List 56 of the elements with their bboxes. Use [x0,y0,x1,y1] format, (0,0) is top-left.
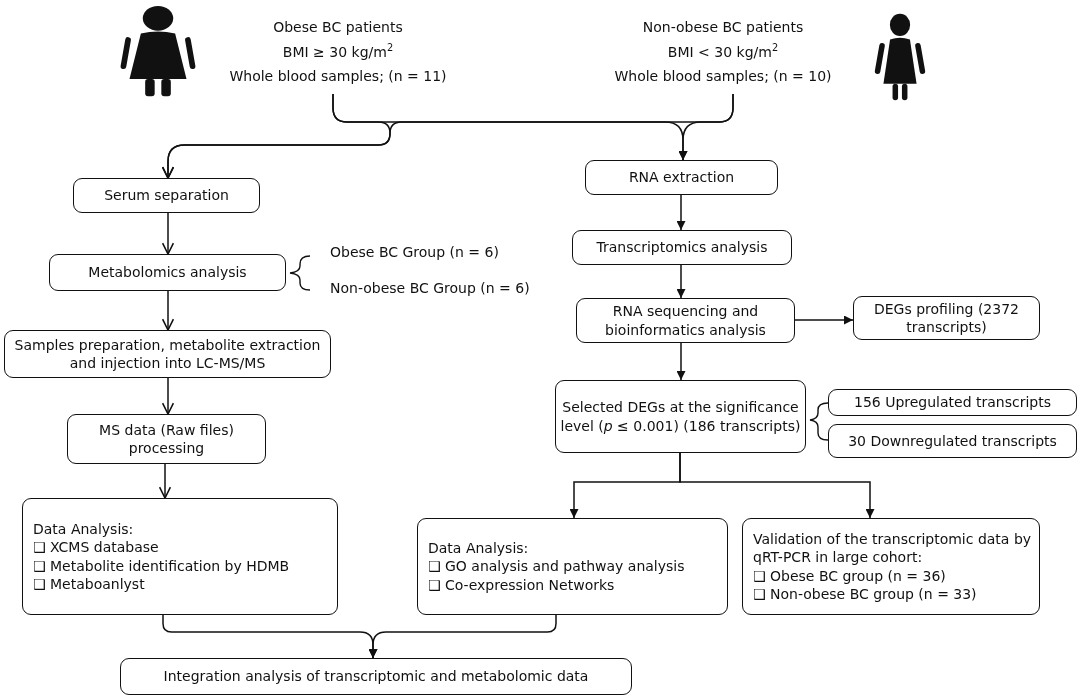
process-box [417,518,728,615]
process-box [853,296,1040,340]
list-item: ❑ Obese BC group (n = 36) [753,566,946,585]
process-box [742,518,1040,615]
description-line: Non-obese BC patients [642,18,804,38]
group-label: Non-obese BC Group (n = 6) [330,280,530,296]
box-text: DEGs profiling (2372 transcripts) [873,299,1020,337]
process-box [120,658,632,695]
box-text: RNA extraction [628,168,735,187]
process-box [585,160,778,195]
process-box [576,298,795,343]
box-heading: Data Analysis: [428,539,529,558]
box-text: Selected DEGs at the significance level (p ≤ 0.001) (186 transcripts) [559,398,802,435]
process-box [49,254,286,291]
process-box [828,424,1077,458]
box-text: 30 Downregulated transcripts [848,431,1057,451]
list-item: ❑ Metabolite identification by HDMB [33,556,290,575]
list-item: ❑ GO analysis and pathway analysis [428,557,685,576]
arrow [676,342,686,381]
list-item: ❑ XCMS database [33,538,159,557]
process-box [828,389,1077,416]
arrow [161,377,175,415]
box-text: Metabolomics analysis [88,263,247,282]
arrow [676,264,686,299]
arrow [158,463,172,499]
group-label: Obese BC Group (n = 6) [330,244,499,260]
arrow [794,315,854,325]
process-box [67,414,266,464]
box-text: Transcriptomics analysis [596,238,768,257]
description-line: BMI < 30 kg/m$^{2}$ [667,41,779,62]
arrow [161,290,175,331]
arrow [368,614,557,659]
box-heading: Data Analysis: [33,520,134,539]
arrow [678,93,734,161]
box-text: MS data (Raw files) processing [98,420,235,458]
process-box [555,380,806,453]
box-heading: Validation of the transcriptomic data by qRT-PCR in large cohort: [753,530,1033,567]
arrow [161,212,175,255]
description-line: Whole blood samples; (n = 11) [229,67,447,87]
description-line: BMI ≥ 30 kg/m$^{2}$ [282,41,394,62]
list-item: ❑ Co-expression Networks [428,575,615,594]
box-text: Samples preparation, metabolite extraction and injection into LC-MS/MS [13,335,322,373]
box-text: Integration analysis of transcriptomic and metabolomic data [163,667,589,686]
process-box [572,230,792,265]
arrow [676,194,686,231]
list-item: ❑ Non-obese BC group (n = 33) [753,584,977,603]
process-box [22,498,338,615]
description-line: Obese BC patients [273,18,403,38]
box-text: Serum separation [104,186,229,205]
arrow [679,452,875,519]
box-text: RNA sequencing and bioinformatics analysis [604,302,767,339]
box-text: 156 Upregulated transcripts [853,393,1051,412]
list-item: ❑ Metaboanlyst [33,574,145,593]
process-box [4,330,331,378]
description-line: Whole blood samples; (n = 10) [614,67,832,87]
process-box [73,178,260,213]
